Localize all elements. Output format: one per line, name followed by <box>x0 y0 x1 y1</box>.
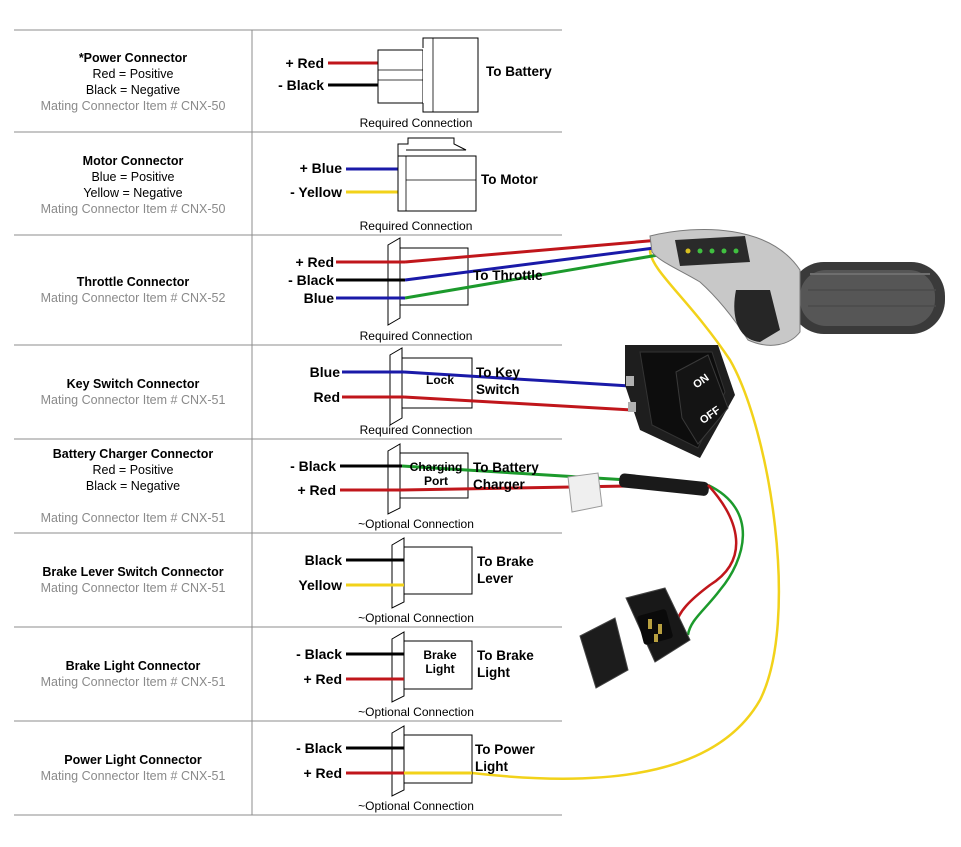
inner-line: Light <box>425 662 455 676</box>
target-line: Light <box>477 665 510 680</box>
polarity-line: Yellow = Negative <box>83 186 183 200</box>
target-line: To Power <box>475 742 535 757</box>
target-label: To Battery Charger <box>473 459 539 493</box>
mating-connector: Mating Connector Item # CNX-51 <box>40 769 226 783</box>
connector-name: Brake Lever Switch Connector <box>42 565 224 579</box>
connector-name: Power Light Connector <box>64 753 202 767</box>
battery-charger-connector-drawing <box>340 443 629 515</box>
mating-connector: Mating Connector Item # CNX-51 <box>40 581 226 595</box>
mating-connector: Mating Connector Item # CNX-50 <box>40 202 226 216</box>
motor-connector-label: Motor Connector Blue = Positive Yellow =… <box>14 153 252 217</box>
connector-name: Motor Connector <box>82 154 184 168</box>
connector-name: Key Switch Connector <box>66 377 200 391</box>
polarity-line: Blue = Positive <box>91 170 175 184</box>
inner-label: Lock <box>425 373 454 387</box>
inner-label: Brake Light <box>410 648 470 676</box>
connection-type: ~Optional Connection <box>358 705 474 719</box>
key-switch-connector-drawing <box>342 347 633 426</box>
target-label: To Brake Lever <box>477 553 534 587</box>
connection-type: Required Connection <box>359 329 473 343</box>
mating-connector: Mating Connector Item # CNX-52 <box>40 291 226 305</box>
throttle-grip-icon <box>649 229 945 346</box>
connector-name: Brake Light Connector <box>65 659 201 673</box>
wire-label: - Black <box>296 646 342 662</box>
connector-name: Battery Charger Connector <box>52 447 214 461</box>
target-line: To Key <box>476 365 521 380</box>
connection-type: ~Optional Connection <box>358 517 474 531</box>
wire-label: - Black <box>278 77 324 93</box>
wire-label: + Red <box>297 482 336 498</box>
power-connector-drawing <box>328 37 479 113</box>
target-label: To Throttle <box>473 268 543 283</box>
brake-light-connector-label: Brake Light Connector Mating Connector I… <box>14 658 252 690</box>
wire-label: - Black <box>290 458 336 474</box>
mating-connector: Mating Connector Item # CNX-50 <box>40 99 226 113</box>
connection-type: Required Connection <box>359 116 473 130</box>
target-line: Light <box>475 759 508 774</box>
brake-lever-connector-label: Brake Lever Switch Connector Mating Conn… <box>14 564 252 596</box>
target-line: Charger <box>473 477 525 492</box>
wire-label: - Black <box>296 740 342 756</box>
target-label: To Motor <box>481 172 538 187</box>
target-label: To Brake Light <box>477 647 534 681</box>
target-line: Switch <box>476 382 520 397</box>
inner-line: Charging <box>409 460 463 474</box>
power-light-wire-long <box>400 249 781 780</box>
charger-port-icon <box>567 472 745 689</box>
inner-line: Brake <box>423 648 457 662</box>
wire-label: + Red <box>303 671 342 687</box>
motor-connector-drawing <box>346 137 477 212</box>
wire-label: + Blue <box>299 160 342 176</box>
table-grid <box>14 29 562 816</box>
inner-label: Charging Port <box>406 460 466 488</box>
connection-type: ~Optional Connection <box>358 611 474 625</box>
polarity-line: Red = Positive <box>92 67 174 81</box>
throttle-connector-drawing <box>336 237 665 326</box>
connector-name: *Power Connector <box>78 51 188 65</box>
polarity-line: Black = Negative <box>85 479 181 493</box>
target-line: To Brake <box>477 554 534 569</box>
polarity-line: Red = Positive <box>92 463 174 477</box>
target-line: Lever <box>477 571 514 586</box>
connector-name: Throttle Connector <box>76 275 190 289</box>
wire-label: Black <box>304 552 342 568</box>
target-label: To Battery <box>486 64 552 79</box>
target-line: To Battery <box>473 460 539 475</box>
connection-type: Required Connection <box>359 423 473 437</box>
key-switch-connector-label: Key Switch Connector Mating Connector It… <box>14 376 252 408</box>
connection-type: Required Connection <box>359 219 473 233</box>
throttle-connector-label: Throttle Connector Mating Connector Item… <box>14 274 252 306</box>
wire-label: + Red <box>295 254 334 270</box>
wire-label: Red <box>313 389 340 405</box>
polarity-line: Black = Negative <box>85 83 181 97</box>
target-label: To Key Switch <box>476 364 520 398</box>
inner-line: Port <box>424 474 448 488</box>
wire-label: - Black <box>288 272 334 288</box>
mating-connector: Mating Connector Item # CNX-51 <box>40 675 226 689</box>
wire-label: + Red <box>285 55 324 71</box>
wire-label: - Yellow <box>290 184 342 200</box>
brake-light-connector-drawing <box>346 631 473 703</box>
rocker-switch-icon: ON OFF <box>625 345 735 458</box>
power-connector-label: *Power Connector Red = Positive Black = … <box>14 50 252 114</box>
brake-lever-connector-drawing <box>346 537 473 609</box>
mating-connector: Mating Connector Item # CNX-51 <box>40 393 226 407</box>
power-light-connector-drawing <box>346 725 473 797</box>
wire-label: Blue <box>303 290 334 306</box>
connection-type: ~Optional Connection <box>358 799 474 813</box>
target-label: To Power Light <box>475 741 535 775</box>
battery-charger-connector-label: Battery Charger Connector Red = Positive… <box>14 446 252 526</box>
target-line: To Brake <box>477 648 534 663</box>
power-light-connector-label: Power Light Connector Mating Connector I… <box>14 752 252 784</box>
wire-label: Blue <box>309 364 340 380</box>
wire-label: + Red <box>303 765 342 781</box>
mating-connector: Mating Connector Item # CNX-51 <box>40 511 226 525</box>
wire-label: Yellow <box>298 577 342 593</box>
